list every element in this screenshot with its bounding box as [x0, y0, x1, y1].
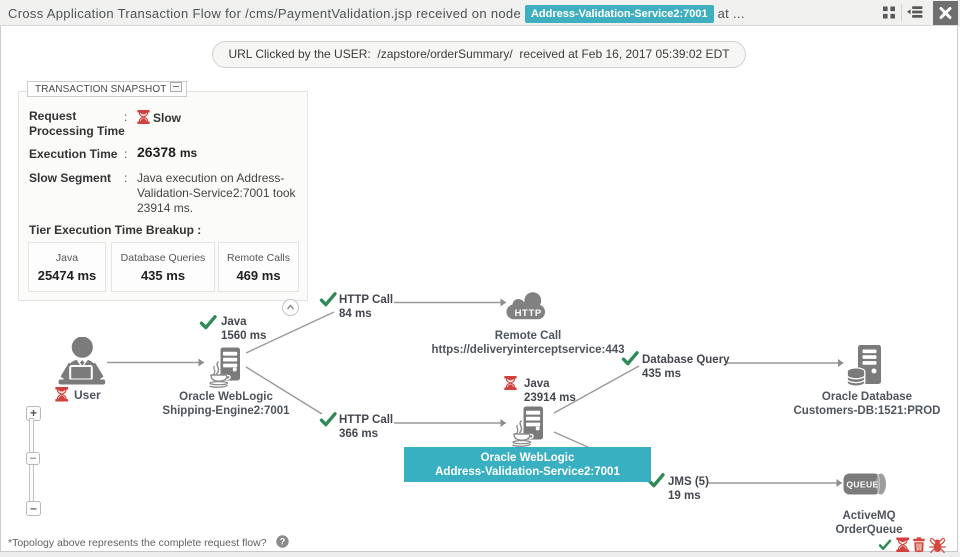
svg-text:HTTP: HTTP	[515, 308, 542, 319]
svg-text:?: ?	[280, 537, 286, 547]
svg-text:QUEUE: QUEUE	[846, 480, 878, 490]
